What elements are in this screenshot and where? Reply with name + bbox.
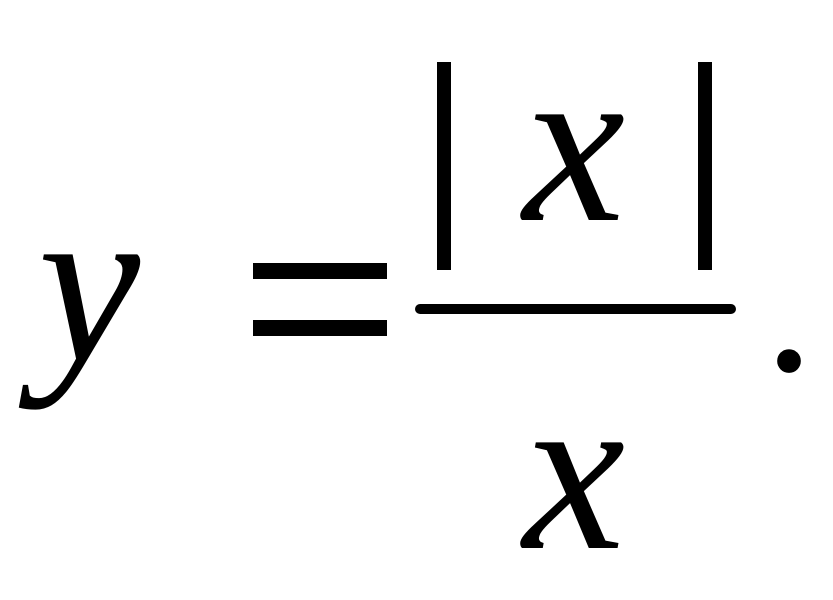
abs-bar-left <box>437 62 451 270</box>
denominator-variable: x <box>520 343 625 598</box>
period: . <box>764 193 814 414</box>
fraction-bar <box>415 304 736 314</box>
numerator-variable: x <box>520 15 625 270</box>
lhs-variable: y <box>18 155 141 410</box>
abs-bar-right <box>698 62 712 270</box>
equals-sign <box>253 263 387 336</box>
fraction-numerator: x <box>437 15 712 270</box>
